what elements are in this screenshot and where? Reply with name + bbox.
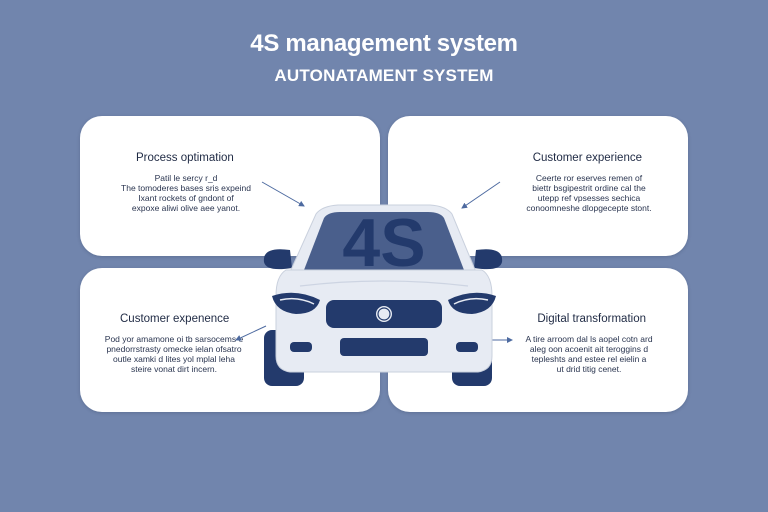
card-heading: Customer experience — [532, 152, 642, 164]
card-body-line: Pod yor amamone oi tb sarsocems e — [104, 334, 244, 344]
car-headlight-right — [448, 292, 496, 314]
arrow-bottom-left — [235, 325, 267, 341]
card-body: Pod yor amamone oi tb sarsocems e pnedor… — [94, 334, 254, 374]
card-body-line: pnedorrstrasty omecke ielan ofsatro — [106, 344, 242, 354]
card-body-line: aleg oon acoenit ait teroggins d — [529, 344, 649, 354]
card-body-line: outle xamki d lites yol mplal leha — [113, 354, 235, 364]
car-badge-ring — [377, 307, 391, 321]
car-windshield — [304, 212, 464, 270]
car-illustration: 4S — [263, 204, 503, 386]
page-title: 4S management system — [250, 30, 518, 57]
card-body: A tire arroom dal ls aopel cotn ard aleg… — [514, 334, 664, 374]
card-body-line: expoxe aliwi olive aee yanot. — [131, 203, 241, 213]
card-body-line: Ceerte ror eserves remen of — [535, 173, 643, 183]
page-subtitle: AUTONATAMENT SYSTEM — [274, 66, 494, 85]
card-heading: Customer expenence — [120, 313, 230, 325]
arrow-top-left — [261, 181, 305, 207]
car-lower-intake — [340, 338, 428, 356]
card-body-line: The tomoderes bases sris expeind — [121, 183, 251, 193]
car-headlight-left — [272, 292, 320, 314]
car-headlight-right-lens — [453, 297, 489, 305]
car-hood-line — [299, 280, 469, 287]
car-foglight-left — [290, 342, 312, 352]
connector-arrows — [235, 181, 513, 343]
card-body-line: conoomneshe dlopgecepte stont. — [526, 203, 652, 213]
card-process-optimation: Process optimation Patil le sercy r_d Th… — [80, 116, 380, 256]
car-mirror-left — [263, 249, 292, 270]
card-body-line: biettr bsgipestrit ordine cal the — [532, 183, 646, 193]
car-headlight-left-lens — [279, 297, 315, 305]
card-body-line: steire vonat dirt incern. — [131, 364, 217, 374]
card-body: Ceerte ror eserves remen of biettr bsgip… — [514, 173, 664, 213]
card-heading: Digital transformation — [537, 313, 646, 325]
card-body-line: tepleshts and estee rel eielin a — [531, 354, 647, 364]
card-customer-experience: Customer experience Ceerte ror eserves r… — [388, 116, 688, 256]
card-body-line: A tire arroom dal ls aopel cotn ard — [525, 334, 653, 344]
card-heading: Process optimation — [136, 152, 234, 164]
card-body-line: Ixant rockets of gndont of — [138, 193, 234, 203]
car-windshield-label: 4S — [342, 205, 425, 281]
arrow-top-right — [461, 181, 501, 209]
card-body-line: utepp ref vpsesses sechica — [537, 193, 641, 203]
car-mirror-right — [474, 249, 503, 270]
card-body: Patil le sercy r_d The tomoderes bases s… — [106, 173, 266, 213]
car-foglight-right — [456, 342, 478, 352]
card-body-line: ut drid titig cenet. — [556, 364, 622, 374]
card-body-line: Patil le sercy r_d — [154, 173, 218, 183]
